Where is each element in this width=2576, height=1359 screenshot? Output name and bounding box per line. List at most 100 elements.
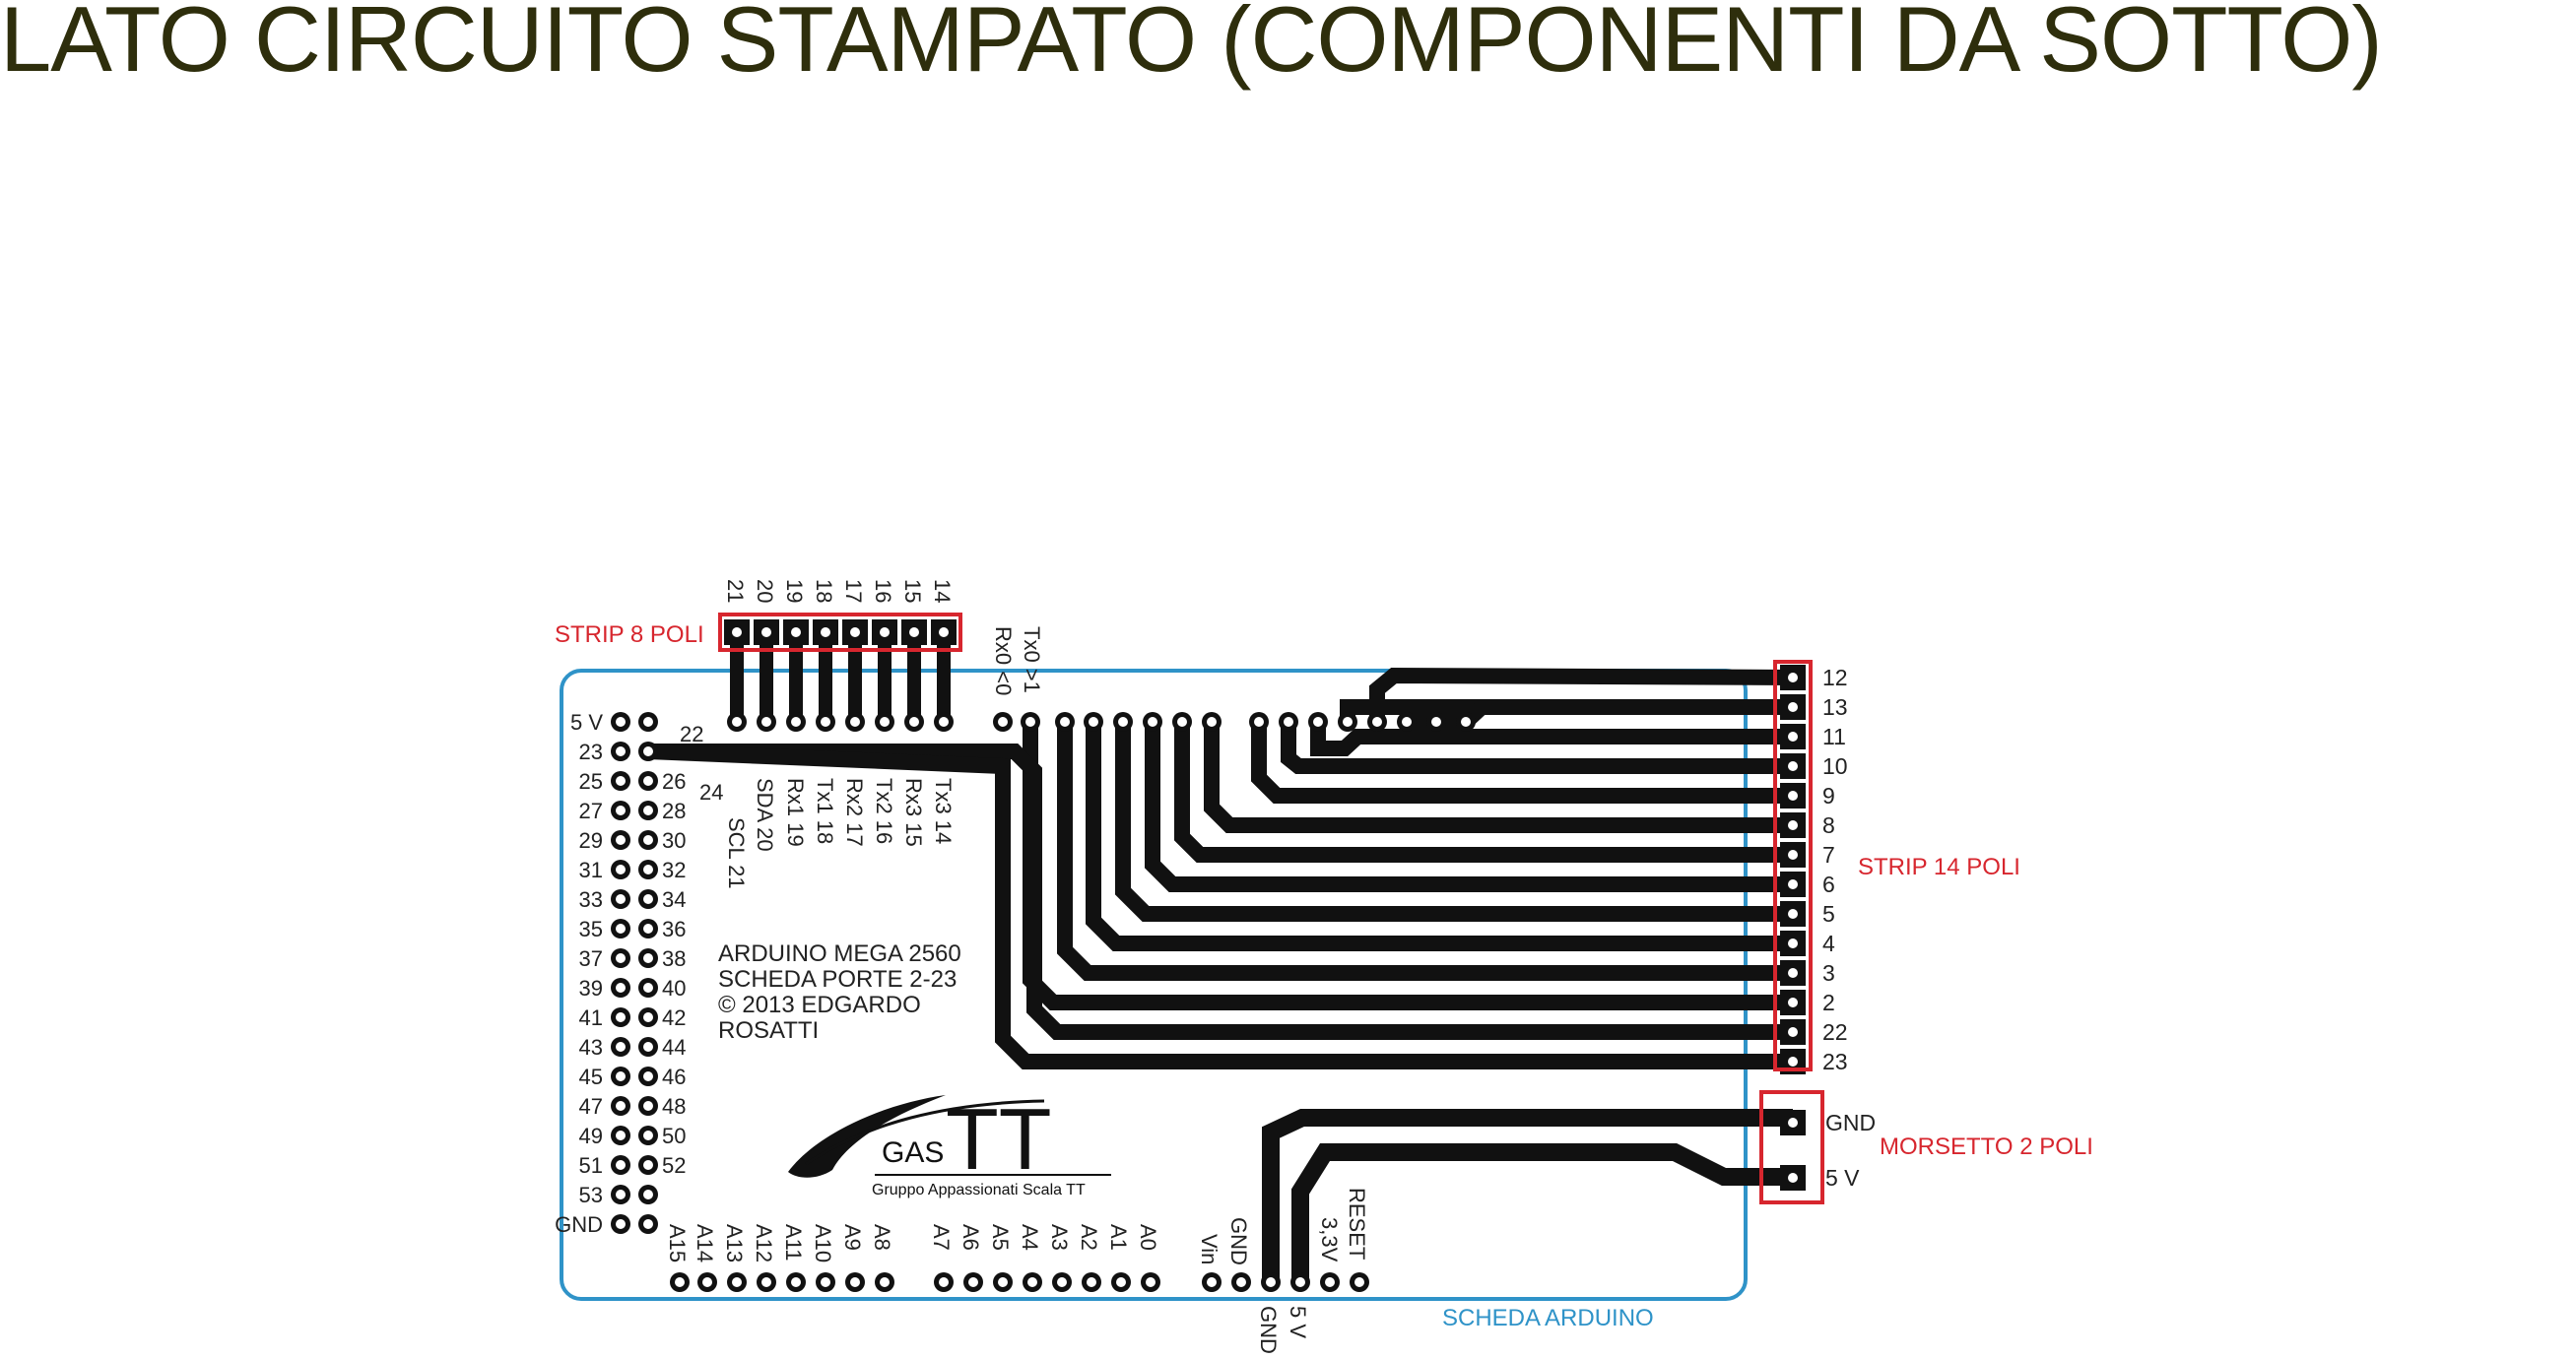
top-header-pad [1177, 717, 1187, 727]
morsetto-5v-label: 5 V [1825, 1165, 1860, 1191]
left-header-label: 38 [662, 946, 686, 971]
comm-label: Rx1 19 [783, 778, 808, 847]
strip14-pin [1788, 968, 1798, 978]
strip8-pin [850, 627, 860, 637]
left-header-label: 47 [579, 1094, 603, 1119]
comm-label: Rx2 17 [842, 778, 867, 847]
trace-6 [1145, 722, 1793, 892]
left-header-pad-b [643, 1160, 653, 1170]
analog-label: A8 [870, 1224, 894, 1251]
analog-pad [732, 1277, 742, 1287]
left-header-pad-a [616, 1160, 626, 1170]
power-label-33: 3,3V [1317, 1217, 1342, 1262]
left-header-label: 5 V [570, 710, 603, 735]
left-header-pad-a [616, 1190, 626, 1199]
strip14-pin [1788, 791, 1798, 801]
left-header-pad-b [643, 717, 653, 727]
page-title: LATO CIRCUITO STAMPATO (COMPONENTI DA SO… [0, 0, 2383, 91]
left-header-pad-b [643, 953, 653, 963]
gas-tt-logo: GAS TT Gruppo Appassionati Scala TT [788, 1090, 1111, 1198]
left-header-pad-b [643, 1071, 653, 1081]
analog-label: A11 [781, 1224, 806, 1262]
analog-label: A5 [988, 1224, 1013, 1251]
comm-label: Tx1 18 [813, 778, 837, 844]
comm-label: Tx3 14 [931, 778, 956, 844]
left-header-label: 42 [662, 1005, 686, 1030]
left-header-label: 46 [662, 1065, 686, 1089]
top-header-pad [1254, 717, 1264, 727]
top-header-pad [1089, 717, 1098, 727]
strip8-pin [732, 627, 742, 637]
top-header-pad [1118, 717, 1128, 727]
comm-label-scl: SCL 21 [724, 817, 749, 889]
logo-tt: TT [946, 1090, 1052, 1188]
left-header-label: 23 [579, 740, 603, 764]
strip14-pin-label: 5 [1822, 901, 1835, 927]
left-header-label: 35 [579, 917, 603, 941]
strip14-pin-label: 8 [1822, 812, 1835, 838]
strip14-pin-label: 2 [1822, 990, 1835, 1015]
left-header-pad-a [616, 835, 626, 845]
analog-label: A13 [722, 1224, 747, 1262]
strip-8-connector [718, 613, 962, 652]
left-header-pad-a [616, 776, 626, 786]
power-pad [1354, 1277, 1364, 1287]
info-line-2: SCHEDA PORTE 2-23 [718, 966, 957, 993]
top-header-pad [1372, 717, 1382, 727]
strip8-header-pad [732, 717, 742, 727]
left-header-pad-b [643, 1219, 653, 1229]
strip8-header-pad [880, 717, 890, 727]
left-header-pad-b [643, 983, 653, 993]
strip14-pin-label: 23 [1822, 1049, 1848, 1074]
analog-label: A15 [665, 1224, 690, 1262]
analog-label: A1 [1106, 1224, 1131, 1251]
strip8-pin [761, 627, 771, 637]
analog-label: A2 [1077, 1224, 1101, 1251]
analog-pad [1116, 1277, 1126, 1287]
strip8-header-pad [821, 717, 830, 727]
left-header-label: 34 [662, 887, 686, 912]
strip-14-connector [1773, 660, 1813, 1071]
strip8-header-pad [909, 717, 919, 727]
strip14-pin [1788, 732, 1798, 742]
left-header-label: 45 [579, 1065, 603, 1089]
analog-label: A14 [693, 1224, 717, 1262]
strip14-pin [1788, 702, 1798, 712]
strip14-pin [1788, 1057, 1798, 1067]
power-pad [1325, 1277, 1335, 1287]
left-header-label: 30 [662, 828, 686, 853]
strip14-pin-label: 13 [1822, 694, 1848, 720]
left-header-pad-b [643, 835, 653, 845]
morsetto-gnd-pin [1788, 1118, 1798, 1128]
left-header-label: 32 [662, 858, 686, 882]
top-header-pad [998, 717, 1008, 727]
strip8-number: 15 [900, 579, 925, 603]
left-header-label: 31 [579, 858, 603, 882]
strip14-pin [1788, 673, 1798, 682]
morsetto-label: MORSETTO 2 POLI [1880, 1133, 2093, 1160]
strip14-pin [1788, 879, 1798, 889]
strip14-pin [1788, 1027, 1798, 1037]
left-header-pad-b [643, 865, 653, 874]
trace-11 [1310, 722, 1793, 756]
info-line-4: ROSATTI [718, 1017, 819, 1044]
arduino-board-outline [560, 669, 1748, 1301]
analog-label: A10 [811, 1224, 835, 1262]
tx0-label: Tx0 >1 [1020, 626, 1044, 693]
strip14-pin [1788, 761, 1798, 771]
pads [611, 619, 1806, 1292]
left-header-pad-b [643, 776, 653, 786]
logo-subtitle: Gruppo Appassionati Scala TT [872, 1182, 1086, 1198]
power-label-reset: RESET [1345, 1188, 1369, 1260]
top-header-pad [1284, 717, 1293, 727]
left-header-pad-a [616, 1101, 626, 1111]
left-header-pad-b [643, 1012, 653, 1022]
strip-14-label: STRIP 14 POLI [1858, 854, 2020, 880]
left-header-label: 26 [662, 769, 686, 794]
strip14-pin-label: 10 [1822, 753, 1848, 779]
top-header-pad [1313, 717, 1323, 727]
left-header-pad-a [616, 746, 626, 756]
left-header-label: 25 [579, 769, 603, 794]
top-header-pad [1207, 717, 1217, 727]
